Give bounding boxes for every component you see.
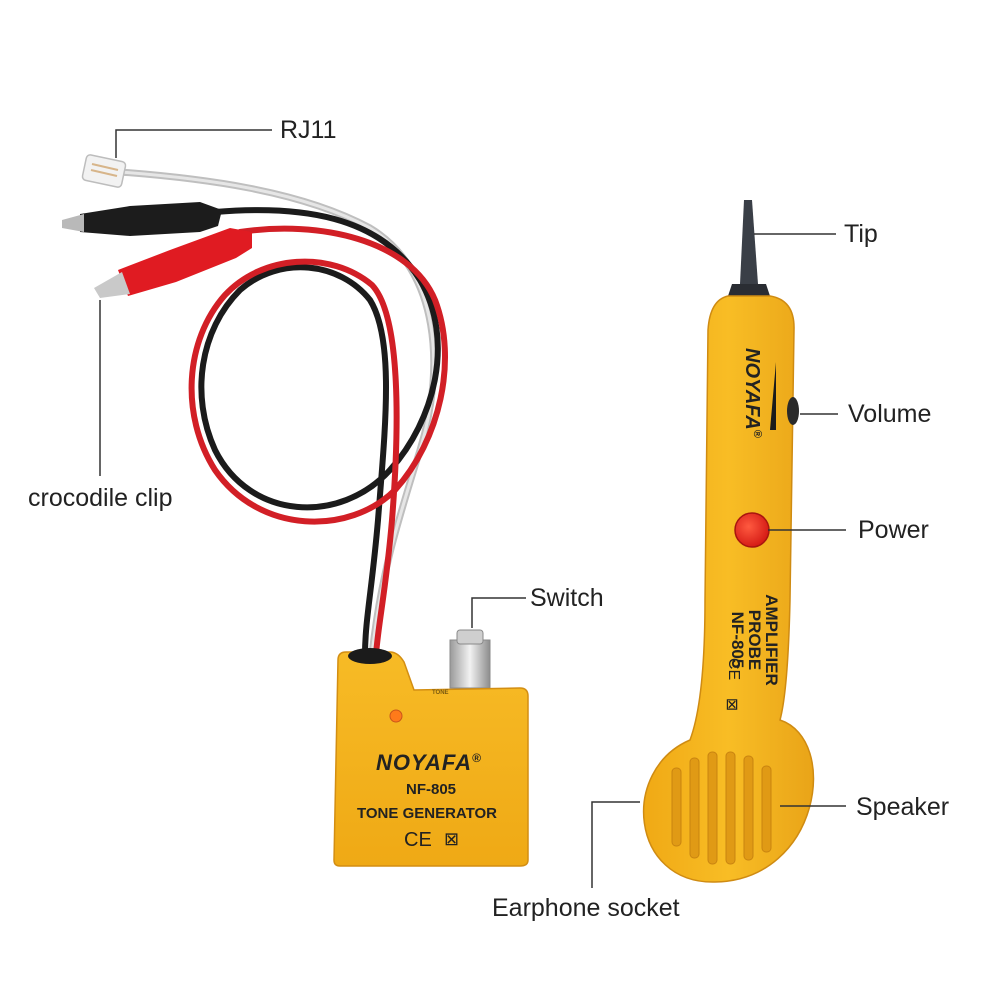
probe-model: NF-805 [728,611,747,669]
probe-weee-icon: ⊠ [723,697,743,712]
label-volume: Volume [848,400,932,428]
tone-generator [333,629,529,867]
probe-brand-text: NOYAFA [741,348,763,430]
callout-rj11 [115,129,272,158]
label-earphone-socket: Earphone socket [492,894,680,922]
label-speaker: Speaker [856,793,950,821]
amplifier-probe [643,200,815,883]
callout-lines [99,129,846,888]
wire-bundle [116,168,448,659]
rj11-plug [81,154,127,188]
generator-ce-mark: CE [404,829,432,851]
generator-brand: NOYAFA® [376,752,482,774]
label-rj11: RJ11 [280,116,337,144]
label-tip: Tip [844,220,878,248]
generator-brand-text: NOYAFA [376,750,473,775]
crocodile-clip-red [94,228,252,298]
probe-line2: PROBE [745,609,764,671]
callout-earphone [591,801,640,888]
speaker-grille [671,751,772,865]
generator-switch-marking: TONE [432,690,449,696]
label-switch: Switch [530,584,604,612]
probe-ce-mark: CE [725,657,743,681]
callout-switch [471,597,526,628]
probe-text-block: AMPLIFIER PROBE NF-805 [720,570,781,710]
generator-weee-icon: ⊠ [444,829,460,849]
label-power: Power [858,516,929,544]
crocodile-clip-black [62,202,222,236]
probe-line1: AMPLIFIER [762,594,781,686]
generator-model: NF-805 [406,781,457,798]
label-crocodile-clip: crocodile clip [28,484,173,512]
probe-brand: NOYAFA® [737,348,763,468]
generator-registered-mark: ® [472,751,482,765]
generator-name: TONE GENERATOR [357,805,498,822]
probe-registered-mark: ® [751,429,763,438]
